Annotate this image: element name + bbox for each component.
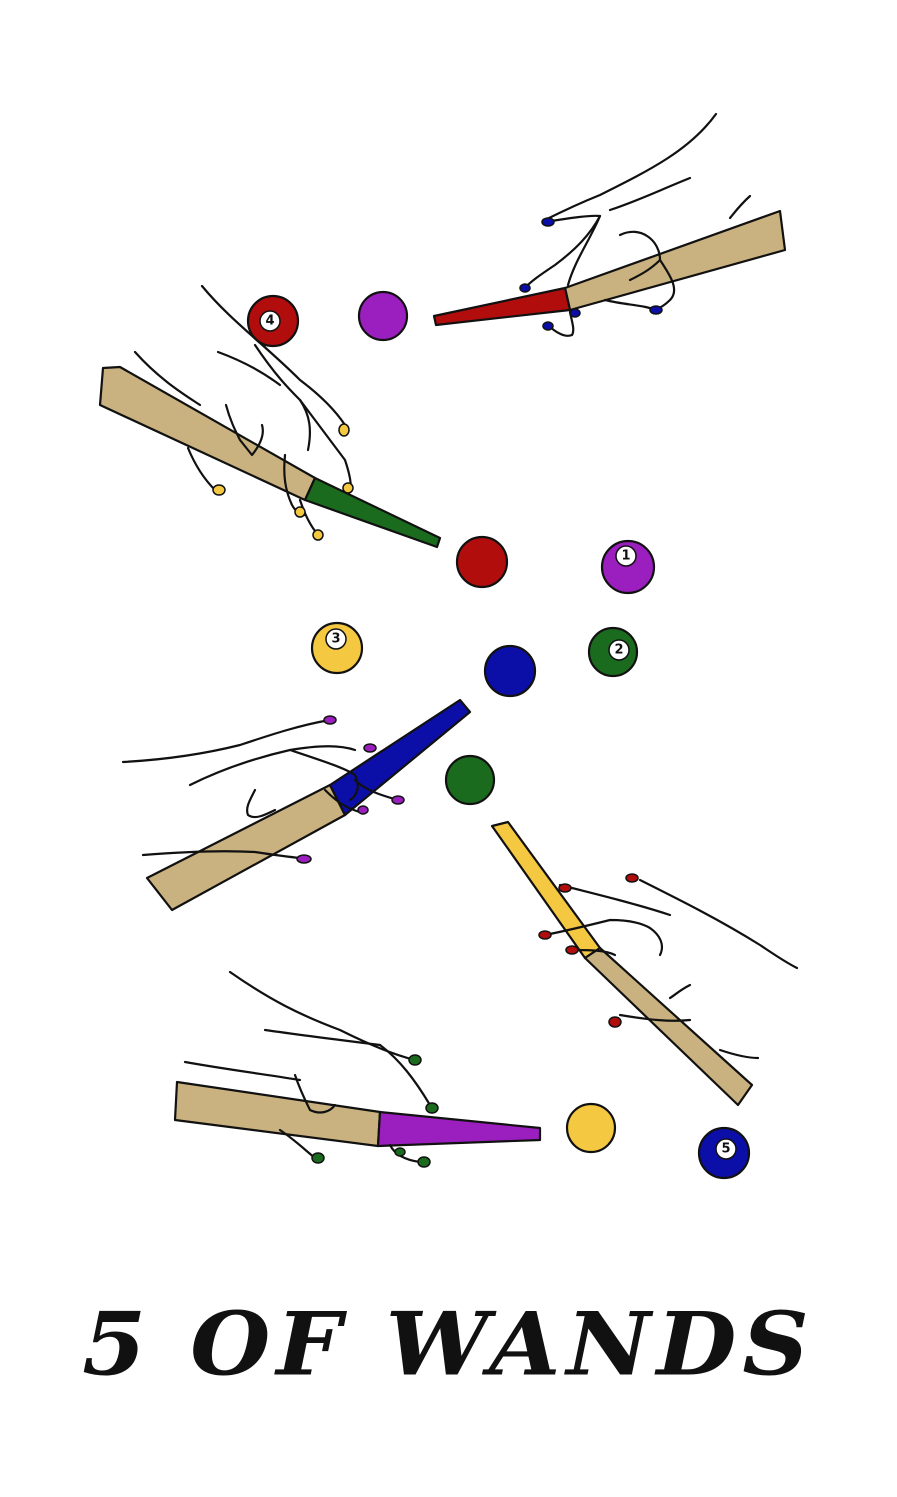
ball-1-number: 1 — [621, 549, 630, 564]
cue-yellow — [490, 820, 754, 1107]
cue-purple — [173, 1080, 542, 1148]
ball-2-number: 2 — [614, 643, 623, 658]
cue-red — [432, 209, 787, 327]
ball-green-solid — [444, 754, 496, 806]
ball-5-number: 5 — [721, 1142, 730, 1157]
cue-blue — [145, 698, 472, 912]
hand-top-right — [523, 112, 752, 337]
cue-green — [98, 365, 442, 549]
ball-4-number: 4 — [265, 314, 274, 329]
ball-blue-solid — [483, 644, 537, 698]
nails-yellow-top — [212, 423, 354, 541]
ball-5-blue — [697, 1126, 751, 1180]
card-title: 5 OF WANDS — [82, 1292, 815, 1396]
nails-purple-mid — [296, 715, 405, 864]
ball-yellow-solid — [565, 1102, 617, 1154]
ball-3-yellow — [310, 621, 364, 675]
nails-green-bottom — [311, 1054, 439, 1168]
nails-blue-top — [519, 217, 663, 331]
ball-4-red — [246, 294, 300, 348]
hand-top-left — [133, 284, 352, 537]
ball-red-solid — [455, 535, 509, 589]
nails-red-mid — [538, 873, 639, 1028]
ball-purple-solid — [357, 290, 409, 342]
ball-3-number: 3 — [331, 632, 340, 647]
hand-mid-left — [121, 718, 400, 860]
ball-1-purple — [600, 539, 656, 595]
hand-mid-right — [543, 878, 799, 1060]
ball-2-green — [587, 626, 639, 678]
